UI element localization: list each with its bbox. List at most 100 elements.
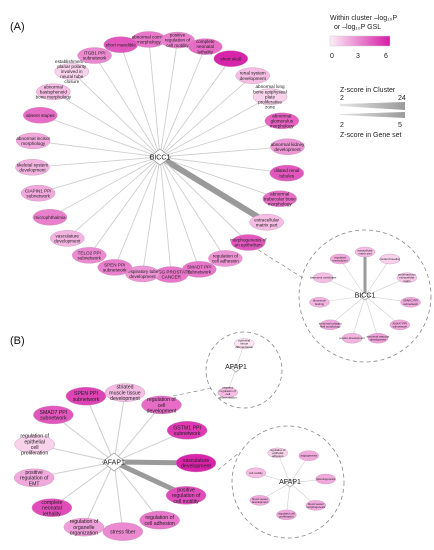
edge-abnormal-glomerulus-morphology bbox=[159, 120, 282, 158]
node-label: proliferative bbox=[258, 99, 282, 104]
node-label: complete bbox=[41, 500, 62, 506]
node-ellipse bbox=[139, 510, 180, 530]
node-ellipse bbox=[329, 253, 351, 265]
node-ellipse bbox=[267, 447, 288, 459]
node-label: vasculogenesis bbox=[316, 477, 336, 481]
node-label: tissue bbox=[240, 342, 248, 346]
node-label: abnormal kidney bbox=[271, 142, 305, 147]
edge-regulation-of-organelle-organization bbox=[83, 461, 115, 528]
node-ellipse bbox=[379, 253, 401, 265]
node-ellipse bbox=[20, 184, 56, 202]
hub-node-afap1: AFAP1 bbox=[279, 478, 301, 488]
edge-regulation-of-cell-development bbox=[113, 404, 162, 463]
node-ellipse bbox=[235, 67, 270, 84]
node-label: planar polarity bbox=[57, 64, 87, 69]
edge-respiratory-tube-development bbox=[142, 156, 161, 274]
node-label: development bbox=[147, 408, 177, 414]
node-label: SMAD7 PPI bbox=[40, 410, 68, 416]
node-label: regulated cell bbox=[278, 511, 295, 515]
node-ellipse bbox=[367, 333, 389, 344]
node-ellipse bbox=[104, 383, 146, 402]
node-label: extracellular bbox=[254, 217, 279, 222]
node-label: regulated bbox=[334, 255, 346, 259]
node-label: extracellular bbox=[399, 276, 414, 280]
node-label: regulation of bbox=[213, 254, 239, 259]
network-panel-a: abnormal corneamorphologypositiveregulat… bbox=[15, 31, 305, 283]
legend-color-tick-2: 6 bbox=[384, 53, 388, 60]
hub-diamond bbox=[359, 291, 371, 301]
node-label: involved in bbox=[61, 69, 83, 74]
node-label: subnetwork bbox=[403, 302, 418, 306]
inset-connector bbox=[217, 451, 241, 471]
node-ellipse bbox=[16, 132, 51, 150]
node-label: morphology bbox=[21, 141, 46, 146]
node-label: cell motility bbox=[173, 499, 199, 505]
node-label: subnetwork bbox=[174, 431, 201, 437]
node-label: negative bbox=[222, 386, 234, 390]
inset-circle bbox=[231, 425, 345, 539]
node-ellipse bbox=[141, 395, 182, 415]
node-label: striated bbox=[116, 385, 133, 391]
edge-abnormal-cornea-morphology bbox=[148, 39, 161, 158]
edge-short-mandible bbox=[120, 44, 161, 158]
edge-spen-ppi-subnetwork bbox=[114, 156, 161, 268]
node-label: cell bbox=[158, 403, 166, 409]
edge-extracellular-matrix-part bbox=[158, 154, 269, 225]
node-ellipse bbox=[269, 164, 304, 182]
node-label: matrix part bbox=[256, 222, 278, 227]
hub-label: AFAP1 bbox=[103, 459, 125, 466]
node-label: cell motility bbox=[249, 471, 263, 475]
node-label: subnetwork bbox=[83, 56, 107, 61]
node-short-mandible: short mandible bbox=[103, 36, 138, 53]
node-label: abnormal long bbox=[255, 84, 285, 89]
node-label: KEGG PROSTATE bbox=[152, 270, 191, 275]
legend-color-tick-0: 0 bbox=[330, 53, 334, 60]
node-label: development bbox=[181, 464, 211, 470]
edge-ciapin1-ppi-subnetwork bbox=[38, 156, 161, 194]
edge-itgb1-ppi-subnetwork bbox=[94, 55, 161, 158]
edge-regulation-of-cell-adhesion bbox=[113, 461, 161, 521]
node-label: organization bbox=[70, 531, 98, 537]
node-label: abnormal incisor bbox=[16, 136, 50, 141]
node-label: subnetwork bbox=[26, 193, 50, 198]
node-label: complete bbox=[196, 39, 215, 44]
edge-regulated-cell-proliferation bbox=[286, 482, 291, 515]
node-label: proliferation bbox=[21, 451, 48, 457]
node-label: development bbox=[240, 76, 267, 81]
node-cell-motility: cell motility bbox=[245, 467, 267, 479]
node-ellipse bbox=[175, 453, 217, 473]
node-label: GSTM1 PPI bbox=[173, 425, 201, 431]
node-label: lethality bbox=[197, 49, 213, 54]
node-label: positive bbox=[25, 470, 43, 476]
node-label: subnetwork bbox=[103, 268, 127, 273]
edge-spen-ppi-subnetwork bbox=[85, 396, 115, 463]
node-label: contact breeding bbox=[380, 257, 401, 261]
node-label: absent stapes bbox=[26, 113, 55, 118]
node-ellipse bbox=[13, 468, 55, 488]
node-ellipse bbox=[270, 138, 305, 155]
hub-node-afap1: AFAP1 bbox=[225, 363, 247, 373]
edge-kegg-prostate-cancer bbox=[159, 156, 172, 275]
node-label: regulation of bbox=[172, 493, 201, 499]
panel-b-label: (B) bbox=[10, 335, 25, 347]
node-label: regulation of bbox=[165, 38, 191, 43]
node-microphthalmia: microphthalmia bbox=[32, 209, 68, 226]
node-label: cell bbox=[226, 392, 231, 396]
node-label: extracellular bbox=[357, 248, 372, 252]
node-ellipse bbox=[262, 190, 297, 207]
edge-abnormal-collagen-fibril-morphology bbox=[330, 295, 366, 326]
node-ellipse bbox=[252, 88, 288, 105]
node-label: abnormal collagen bbox=[319, 321, 342, 325]
